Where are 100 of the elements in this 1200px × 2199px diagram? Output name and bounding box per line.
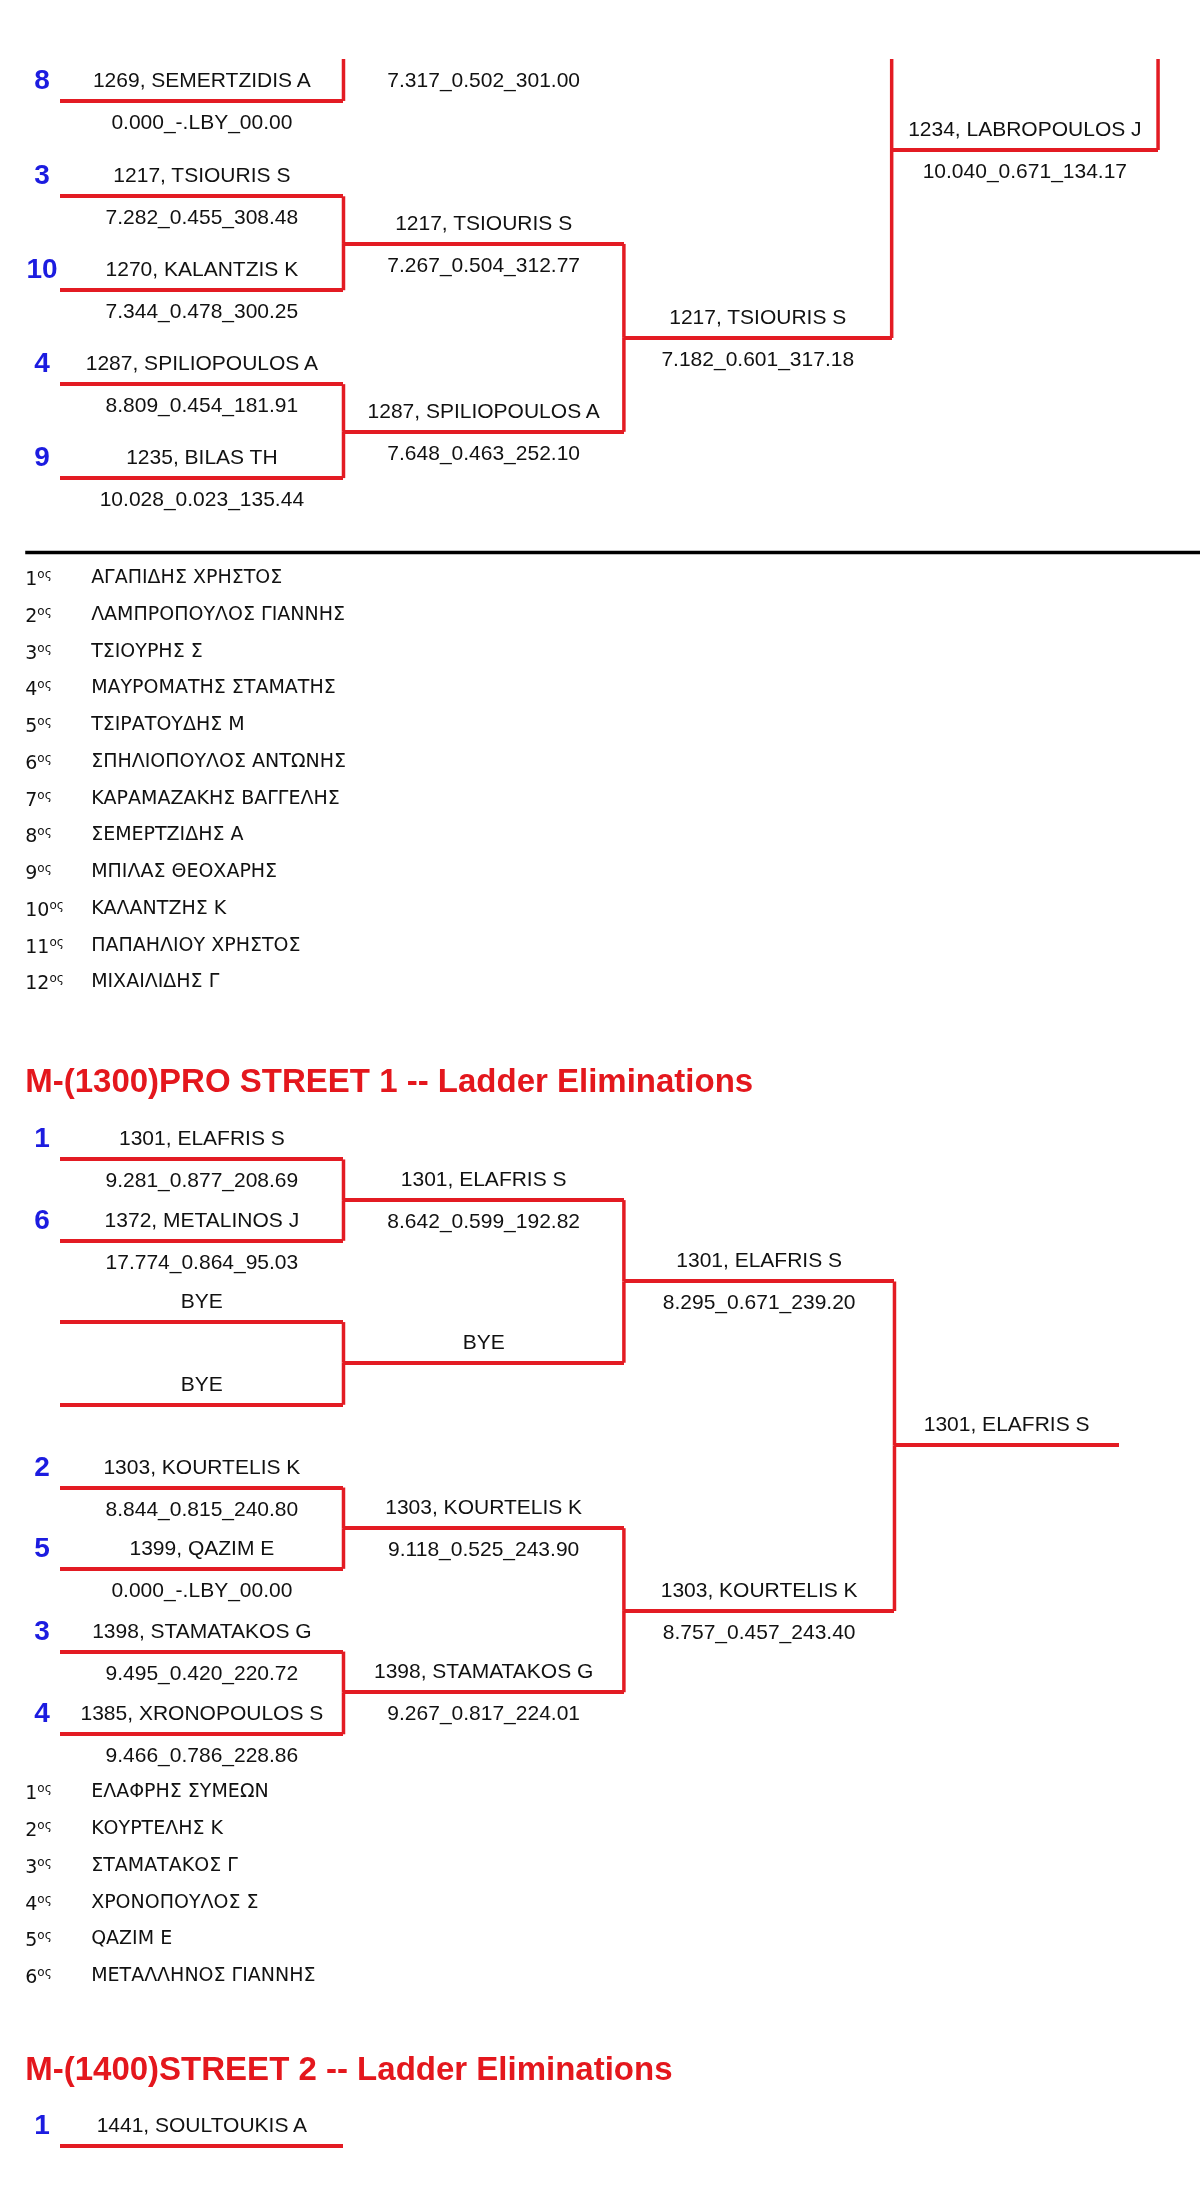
- bracket-connector: [622, 1526, 626, 1611]
- bracket-connector: [889, 59, 894, 150]
- rider-entry: BYE: [179, 1370, 224, 1397]
- rider-entry: 1398, STAMATAKOS G: [91, 1617, 313, 1644]
- bracket-connector: [892, 1279, 897, 1446]
- rider-entry: 1217, TSIOURIS S: [112, 162, 292, 189]
- run-time: 7.282_0.455_308.48: [104, 204, 300, 231]
- rider-name: 3$^{ος}$: [25, 1853, 52, 1879]
- rider-entry: 1301, ELAFRIS S: [118, 1125, 286, 1152]
- bracket-connector: [892, 1445, 897, 1613]
- rider-name: ΤΣΙΡΑΤΟΥΔΗΣ Μ: [91, 711, 245, 736]
- seed-number: 1: [33, 2110, 51, 2141]
- rider-name: ΤΣΙΟΥΡΗΣ Σ: [91, 637, 203, 662]
- run-time: 8.642_0.599_192.82: [386, 1208, 582, 1235]
- seed-number: 6: [33, 1204, 51, 1235]
- place-number: ΜΕΤΑΛΛΗΝΟΣ ΓΙΑΝΝΗΣ: [91, 1962, 316, 1986]
- bracket-connector: [341, 1200, 346, 1243]
- bracket-connector: [341, 1528, 346, 1571]
- section-heading: M-(1400)STREET 2 -- Ladder Eliminations: [25, 2049, 673, 2090]
- run-time: 7.267_0.504_312.77: [386, 251, 582, 278]
- place-number: ΧΡΟΝΟΠΟΥΛΟΣ Σ: [91, 1888, 259, 1913]
- place-number: 12$^{ος}$: [25, 970, 64, 995]
- rider-entry: 1217, TSIOURIS S: [668, 303, 848, 330]
- place-number: ΕΛΑΦΡΗΣ ΣΥΜΕΩΝ: [91, 1778, 269, 1803]
- rider-name: 1$^{ος}$: [25, 1780, 52, 1805]
- bracket-connector: [341, 243, 346, 292]
- run-time: 17.774_0.864_95.03: [104, 1248, 300, 1275]
- rider-name: ΠΑΠΑΗΛΙΟΥ ΧΡΗΣΤΟΣ: [91, 931, 301, 956]
- place-number: ΚΟΥΡΤΕΛΗΣ Κ: [91, 1815, 223, 1840]
- rider-entry: 1303, KOURTELIS K: [102, 1453, 302, 1480]
- bracket-connector: [341, 1485, 346, 1529]
- rider-entry: 1217, TSIOURIS S: [394, 209, 574, 236]
- place-number: 9$^{ος}$: [25, 860, 52, 885]
- rider-entry: 1372, METALINOS J: [103, 1206, 301, 1233]
- seed-number: 8: [33, 64, 51, 95]
- run-time: 8.295_0.671_239.20: [661, 1289, 857, 1316]
- bracket-connector: [622, 1198, 626, 1282]
- run-time: 7.344_0.478_300.25: [104, 298, 300, 325]
- place-number: 6$^{ος}$: [25, 749, 52, 775]
- rider-entry: 1301, ELAFRIS S: [922, 1411, 1091, 1438]
- place-number: 11$^{ος}$: [25, 933, 64, 958]
- run-time: 0.000_-.LBY_00.00: [110, 108, 294, 135]
- run-time: 10.028_0.023_135.44: [98, 486, 306, 513]
- run-time: 7.648_0.463_252.10: [386, 439, 582, 466]
- rider-name: ΚΑΡΑΜΑΖΑΚΗΣ ΒΑΓΓΕΛΗΣ: [91, 784, 340, 809]
- rider-name: 5$^{ος}$: [25, 1927, 52, 1952]
- rider-name: 2$^{ος}$: [25, 1817, 52, 1842]
- bracket-connector: [622, 1610, 626, 1694]
- rider-entry: 1398, STAMATAKOS G: [372, 1658, 595, 1685]
- run-time: 8.809_0.454_181.91: [104, 392, 300, 419]
- place-number: 10$^{ος}$: [25, 896, 64, 922]
- bracket-connector: [341, 59, 346, 101]
- rider-name: 6$^{ος}$: [25, 1964, 52, 1989]
- seed-number: 4: [33, 1698, 51, 1729]
- bracket-connector: [341, 1649, 346, 1693]
- rider-entry: 1385, XRONOPOULOS S: [79, 1700, 325, 1727]
- run-time: 9.118_0.525_243.90: [387, 1536, 581, 1563]
- seed-number: 5: [33, 1532, 51, 1563]
- seed-number: 9: [33, 442, 51, 473]
- rider-entry: 1269, SEMERTZIDIS A: [91, 66, 312, 93]
- seed-number: 10: [25, 254, 59, 285]
- bracket-connector: [341, 194, 346, 244]
- run-time: 10.040_0.671_134.17: [921, 158, 1129, 184]
- rider-entry: 1441, SOULTOUKIS A: [95, 2112, 309, 2139]
- rider-entry: 1301, ELAFRIS S: [399, 1166, 568, 1193]
- run-time: 7.182_0.601_317.18: [660, 345, 856, 372]
- place-number: 7$^{ος}$: [25, 786, 52, 811]
- rider-name: ΛΑΜΠΡΟΠΟΥΛΟΣ ΓΙΑΝΝΗΣ: [91, 600, 345, 625]
- rider-entry: 1399, QAZIM E: [128, 1534, 276, 1561]
- run-time: 8.844_0.815_240.80: [104, 1495, 300, 1522]
- rider-name: ΣΠΗΛΙΟΠΟΥΛΟΣ ΑΝΤΩΝΗΣ: [91, 747, 346, 772]
- place-number: QAZIM E: [91, 1925, 173, 1950]
- bracket-connector: [1156, 59, 1160, 150]
- run-time: 7.317_0.502_301.00: [386, 66, 582, 93]
- seed-number: 3: [33, 160, 51, 191]
- rider-entry: 1234, LABROPOULOS J: [907, 116, 1143, 142]
- section-heading: M-(1300)PRO STREET 1 -- Ladder Eliminations: [25, 1060, 754, 1101]
- bracket-connector: [341, 1362, 346, 1407]
- place-number: 8$^{ος}$: [25, 823, 52, 848]
- rider-entry: 1303, KOURTELIS K: [659, 1576, 859, 1603]
- rider-name: ΜΠΙΛΑΣ ΘΕΟΧΑΡΗΣ: [91, 858, 278, 883]
- seed-number: 1: [33, 1123, 51, 1154]
- rider-entry: 1303, KOURTELIS K: [384, 1494, 584, 1521]
- run-time: 8.757_0.457_243.40: [661, 1618, 857, 1645]
- seed-number: 3: [33, 1615, 51, 1646]
- place-number: 1$^{ος}$: [25, 566, 52, 591]
- seed-number: 4: [33, 348, 51, 379]
- run-time: 9.281_0.877_208.69: [104, 1167, 300, 1194]
- place-number: 5$^{ος}$: [25, 713, 52, 738]
- rider-entry: 1235, BILAS TH: [125, 444, 279, 471]
- bracket-connector: [341, 431, 346, 480]
- rider-name: ΣΕΜΕΡΤΖΙΔΗΣ Α: [91, 821, 244, 846]
- run-time: 9.495_0.420_220.72: [104, 1659, 300, 1686]
- bracket-connector: [341, 1692, 346, 1736]
- place-number: 3$^{ος}$: [25, 639, 52, 664]
- bracket-connector: [341, 1320, 346, 1363]
- place-number: 2$^{ος}$: [25, 602, 52, 628]
- rider-entry: 1287, SPILIOPOULOS A: [84, 350, 320, 377]
- bracket-connector: [889, 150, 894, 340]
- rider-name: 4$^{ος}$: [25, 1890, 52, 1915]
